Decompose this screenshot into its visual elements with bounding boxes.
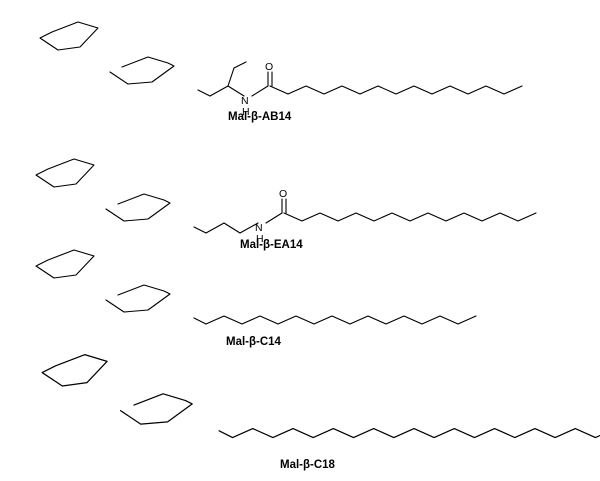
carbonyl-oxygen-label: O	[265, 61, 273, 73]
compound-name-label: Mal-β-EA14	[240, 239, 303, 251]
glucose-ring-reducing: OH O HO OH OH O	[109, 56, 175, 85]
carbonyl-oxygen-label: O	[279, 188, 287, 200]
glucose-ring-reducing: OH O HO OH OH O	[105, 193, 171, 222]
maltose-headgroup: OH HO HO OH O O OH O HO OH OH	[39, 21, 175, 85]
glucose-ring-nonreducing: OH HO HO OH O O	[39, 21, 99, 51]
maltose-headgroup: OH HO HO OH O O OH O HO OH OH	[35, 158, 171, 222]
nitrogen-label: N	[241, 95, 249, 107]
compound-name-label: Mal-β-AB14	[228, 111, 292, 123]
compound-name-label: Mal-β-C14	[226, 336, 282, 348]
molecule-2: OH HO HO OH O O OH O HO OH OH	[35, 158, 537, 245]
glucose-ring-nonreducing: OH HO HO OH O O	[35, 249, 95, 279]
hydrophobic-tail	[218, 427, 600, 439]
compound-name-label: Mal-β-C18	[280, 459, 336, 471]
glucose-ring-nonreducing: OH HO HO OH O O	[41, 354, 108, 387]
glucose-ring-reducing: OH O HO OH OH O	[119, 393, 193, 425]
glucose-ring-reducing: OH O HO OH OH O	[105, 284, 171, 313]
hydrophobic-tail	[193, 315, 477, 325]
glucose-ring-nonreducing: OH HO HO OH O O	[35, 158, 95, 188]
nitrogen-label: N	[255, 222, 263, 234]
maltose-headgroup: OH HO HO OH O O OH O HO OH OH	[35, 249, 171, 313]
maltose-headgroup: OH HO HO OH O O OH O HO OH OH	[41, 354, 193, 425]
hydrophobic-tail: NH O	[193, 188, 537, 245]
hydrogen-label: H	[242, 106, 250, 118]
molecule-1: OH HO HO OH O O OH O HO OH OH	[39, 21, 523, 118]
molecule-4: OH HO HO OH O O OH O HO OH OH	[41, 354, 600, 439]
hydrogen-label: H	[256, 233, 264, 245]
molecule-3: OH HO HO OH O O OH O HO OH OH	[35, 249, 477, 325]
hydrophobic-tail: NH O	[197, 61, 523, 118]
